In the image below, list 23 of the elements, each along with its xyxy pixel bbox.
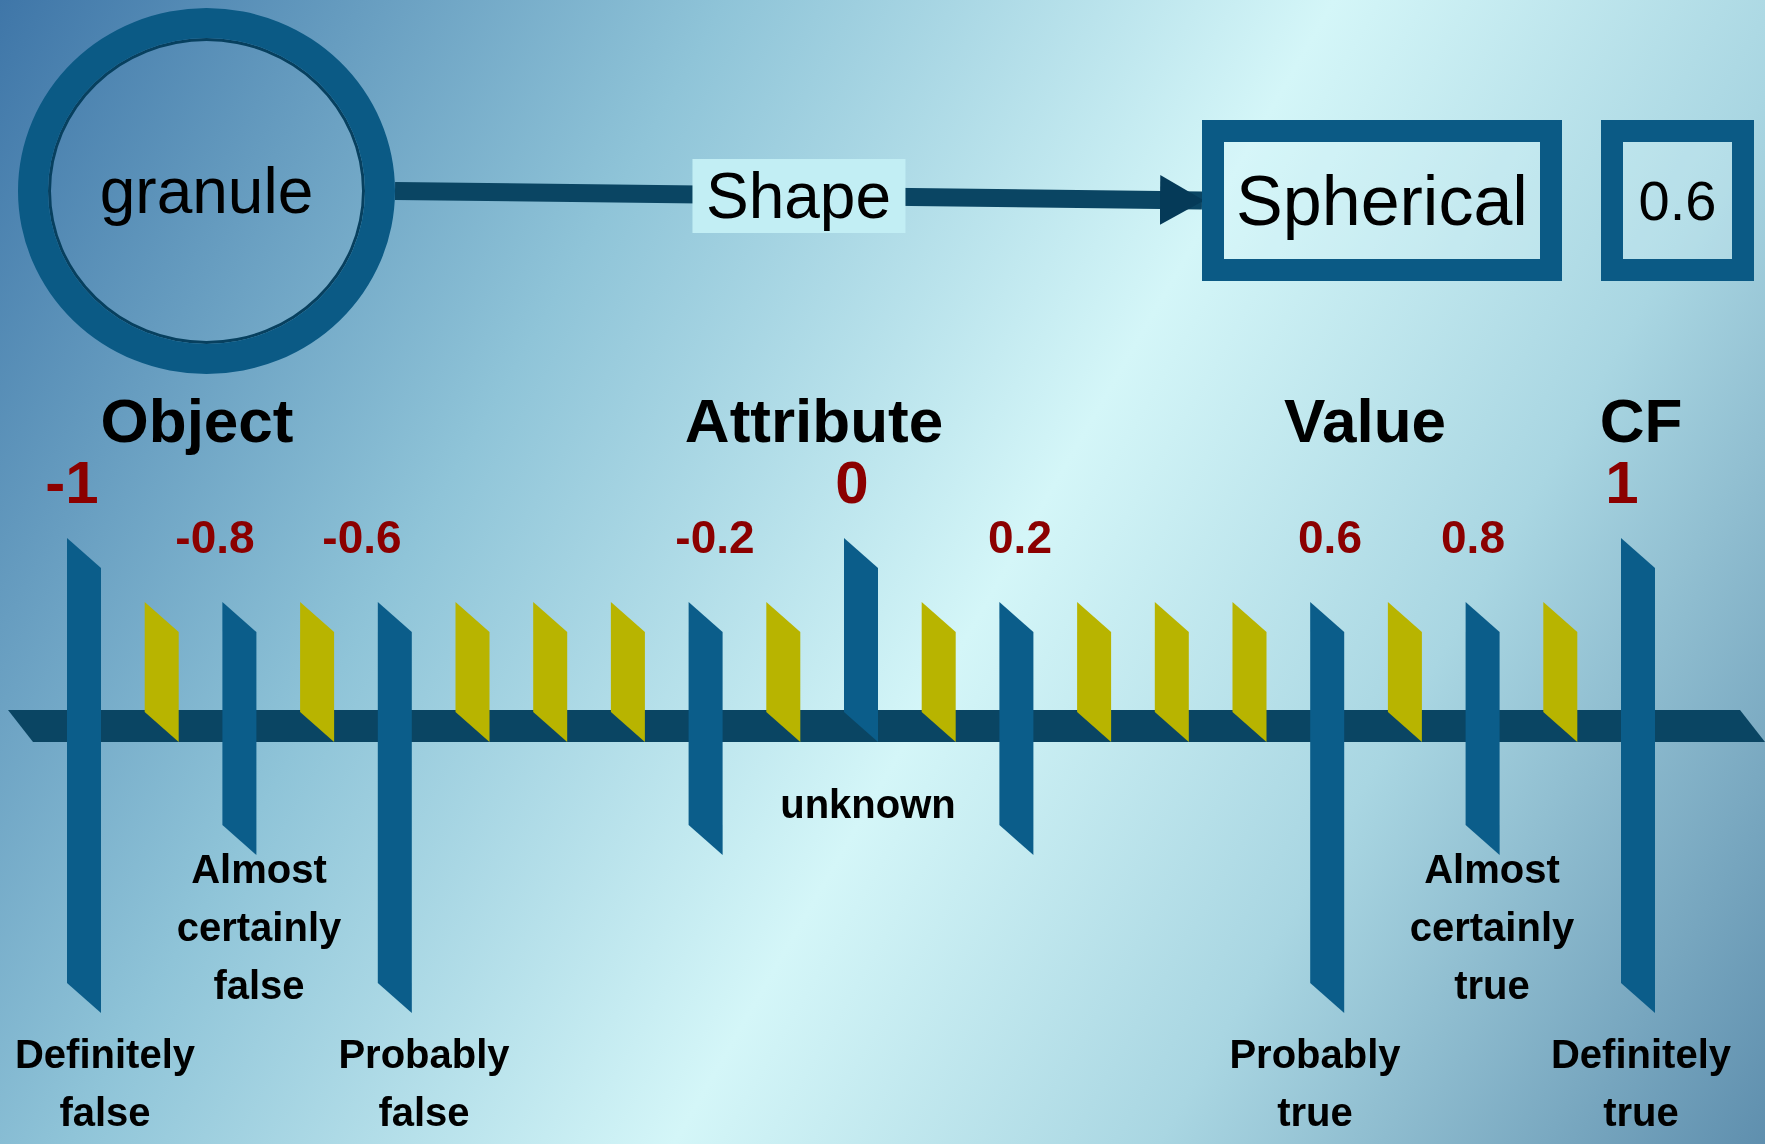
- scale-value: -0.8: [175, 510, 255, 564]
- scale-description: Definitely true: [1549, 1031, 1732, 1136]
- scale-value: -0.6: [322, 510, 402, 564]
- scale-description: Probably false: [337, 1031, 511, 1136]
- axis-heading: Value: [1284, 385, 1446, 456]
- node-text: 0.6: [1638, 168, 1717, 233]
- axis-heading: Object: [100, 385, 294, 456]
- scale-value: -1: [45, 448, 99, 517]
- scale-description: Definitely false: [13, 1031, 196, 1136]
- scale-value: 0.2: [988, 510, 1052, 564]
- scale-value: -0.2: [675, 510, 755, 564]
- circle-node: [18, 8, 395, 374]
- node-text: Spherical: [1236, 160, 1528, 241]
- edge-label: Shape: [691, 158, 906, 233]
- scale-value: 0.6: [1298, 510, 1362, 564]
- scale-description: unknown: [779, 781, 957, 828]
- value-box: [1202, 120, 1562, 281]
- value-box: [1601, 120, 1754, 281]
- scale-description: Probably true: [1228, 1031, 1402, 1136]
- scale-value: 0.8: [1441, 510, 1505, 564]
- scale-description: Almost certainly false: [175, 846, 343, 1009]
- node-text: granule: [99, 154, 314, 228]
- scale-description: Almost certainly true: [1408, 846, 1576, 1009]
